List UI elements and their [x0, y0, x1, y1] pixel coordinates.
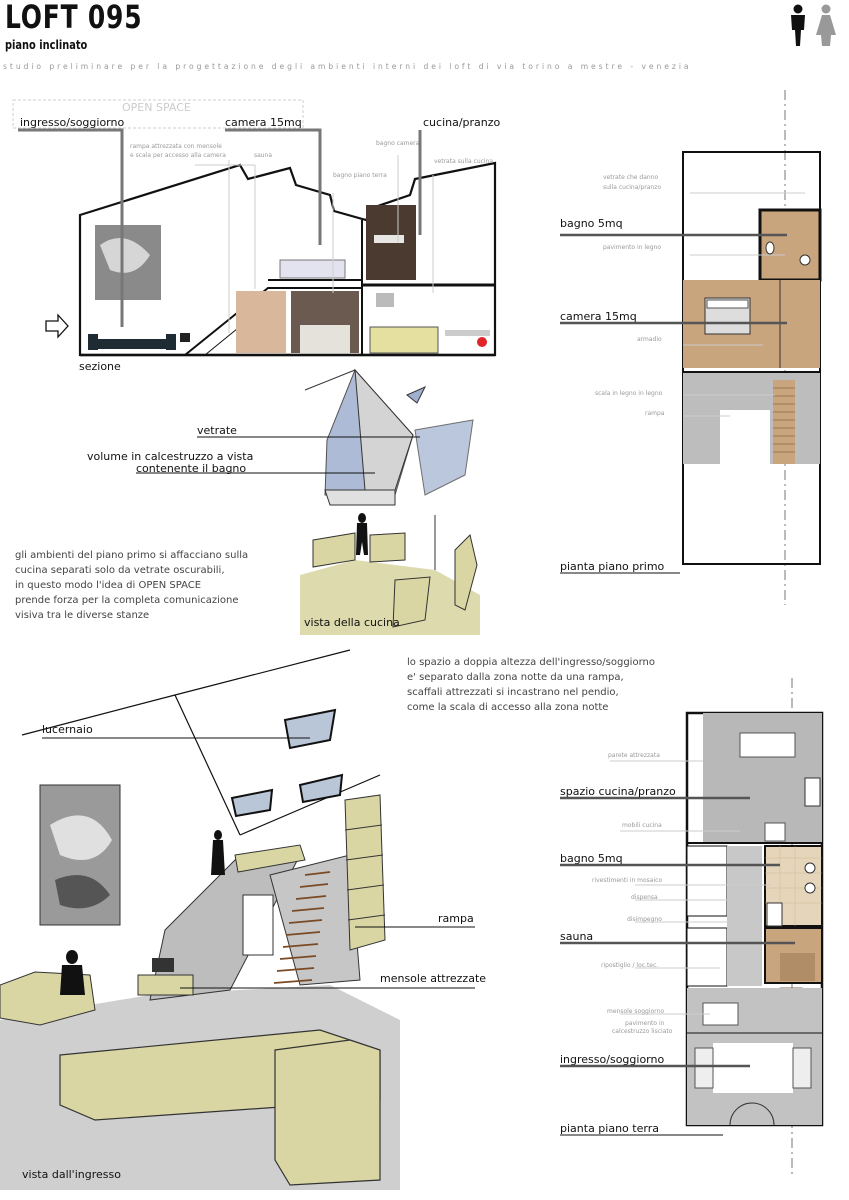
kitchen-leaders	[136, 436, 420, 474]
label-camera-first: camera 15mq	[560, 310, 637, 323]
note-disimpegno: disimpegno	[627, 916, 662, 923]
note-pavimento-1: pavimento in	[625, 1020, 665, 1027]
label-ingresso-soggiorno-ground: ingresso/soggiorno	[560, 1053, 665, 1066]
caption-vista-cucina: vista della cucina	[304, 616, 400, 629]
label-vetrate: vetrate	[197, 424, 237, 437]
note-ripostiglio: ripostiglio / loc.tec.	[601, 962, 659, 969]
section-drawing	[12, 99, 497, 357]
note-rampa-1: rampa attrezzata con mensole	[130, 143, 222, 150]
label-ingresso-soggiorno: ingresso/soggiorno	[20, 116, 125, 129]
page-subtitle: piano inclinato	[5, 38, 88, 52]
label-bagno-ground: bagno 5mq	[560, 852, 623, 865]
caption-sezione: sezione	[79, 360, 121, 373]
note-vetrata-cucina: vetrata sulla cucina	[434, 158, 494, 165]
label-sauna: sauna	[560, 930, 594, 943]
note-armadio: armadio	[637, 336, 662, 343]
note-pavimento-legno: pavimento in legno	[603, 244, 661, 251]
note-dispensa: dispensa	[631, 894, 658, 901]
kitchen-sketch	[300, 368, 480, 635]
label-bagno-first: bagno 5mq	[560, 217, 623, 230]
label-cucina-pranzo: cucina/pranzo	[423, 116, 501, 129]
caption-pianta-primo: pianta piano primo	[560, 560, 665, 573]
restroom-icons	[791, 4, 836, 46]
caption-pianta-terra: pianta piano terra	[560, 1122, 659, 1135]
label-volume-2: contenente il bagno	[136, 462, 247, 475]
label-rampa: rampa	[438, 912, 474, 925]
caption-vista-ingresso: vista dall'ingresso	[22, 1168, 121, 1181]
note-mobili-cucina: mobili cucina	[622, 822, 662, 829]
plan-ground-floor	[560, 678, 824, 1178]
paragraph-open-space: gli ambienti del piano primo si affaccia…	[15, 550, 249, 621]
note-scala: scala in legno in legno	[595, 390, 663, 397]
female-icon	[816, 4, 836, 46]
note-pavimento-2: calcestruzzo lisciato	[612, 1028, 673, 1035]
label-spazio-cucina: spazio cucina/pranzo	[560, 785, 676, 798]
note-rivestimenti: rivestimenti in mosaico	[592, 877, 663, 884]
open-space-label: OPEN SPACE	[122, 101, 191, 114]
paragraph-doppia-altezza: lo spazio a doppia altezza dell'ingresso…	[407, 657, 655, 713]
entry-sketch	[0, 649, 475, 1190]
note-vetrate-2: sulla cucina/pranzo	[603, 184, 661, 191]
note-vetrate-1: vetrate che danno	[603, 174, 659, 181]
note-mensole-soggiorno: mensole soggiorno	[607, 1008, 664, 1015]
note-rampa-2: e scala per accesso alla camera	[130, 152, 226, 159]
page-title: LOFT 095	[5, 0, 143, 36]
label-mensole-attrezzate: mensole attrezzate	[380, 972, 487, 985]
tagline: studio preliminare per la progettazione …	[3, 62, 692, 71]
note-bagno-camera: bagno camera	[376, 140, 420, 147]
note-parete-attrezzata: parete attrezzata	[608, 752, 660, 759]
label-volume-1: volume in calcestruzzo a vista	[87, 450, 254, 463]
label-lucernaio: lucernaio	[42, 723, 93, 736]
note-sauna: sauna	[254, 152, 273, 159]
male-icon	[791, 4, 805, 46]
note-rampa: rampa	[645, 410, 665, 417]
label-camera: camera 15mq	[225, 116, 302, 129]
arrow-right-icon	[45, 313, 69, 339]
plan-first-floor	[560, 90, 822, 605]
note-bagno-piano-terra: bagno piano terra	[333, 172, 387, 179]
